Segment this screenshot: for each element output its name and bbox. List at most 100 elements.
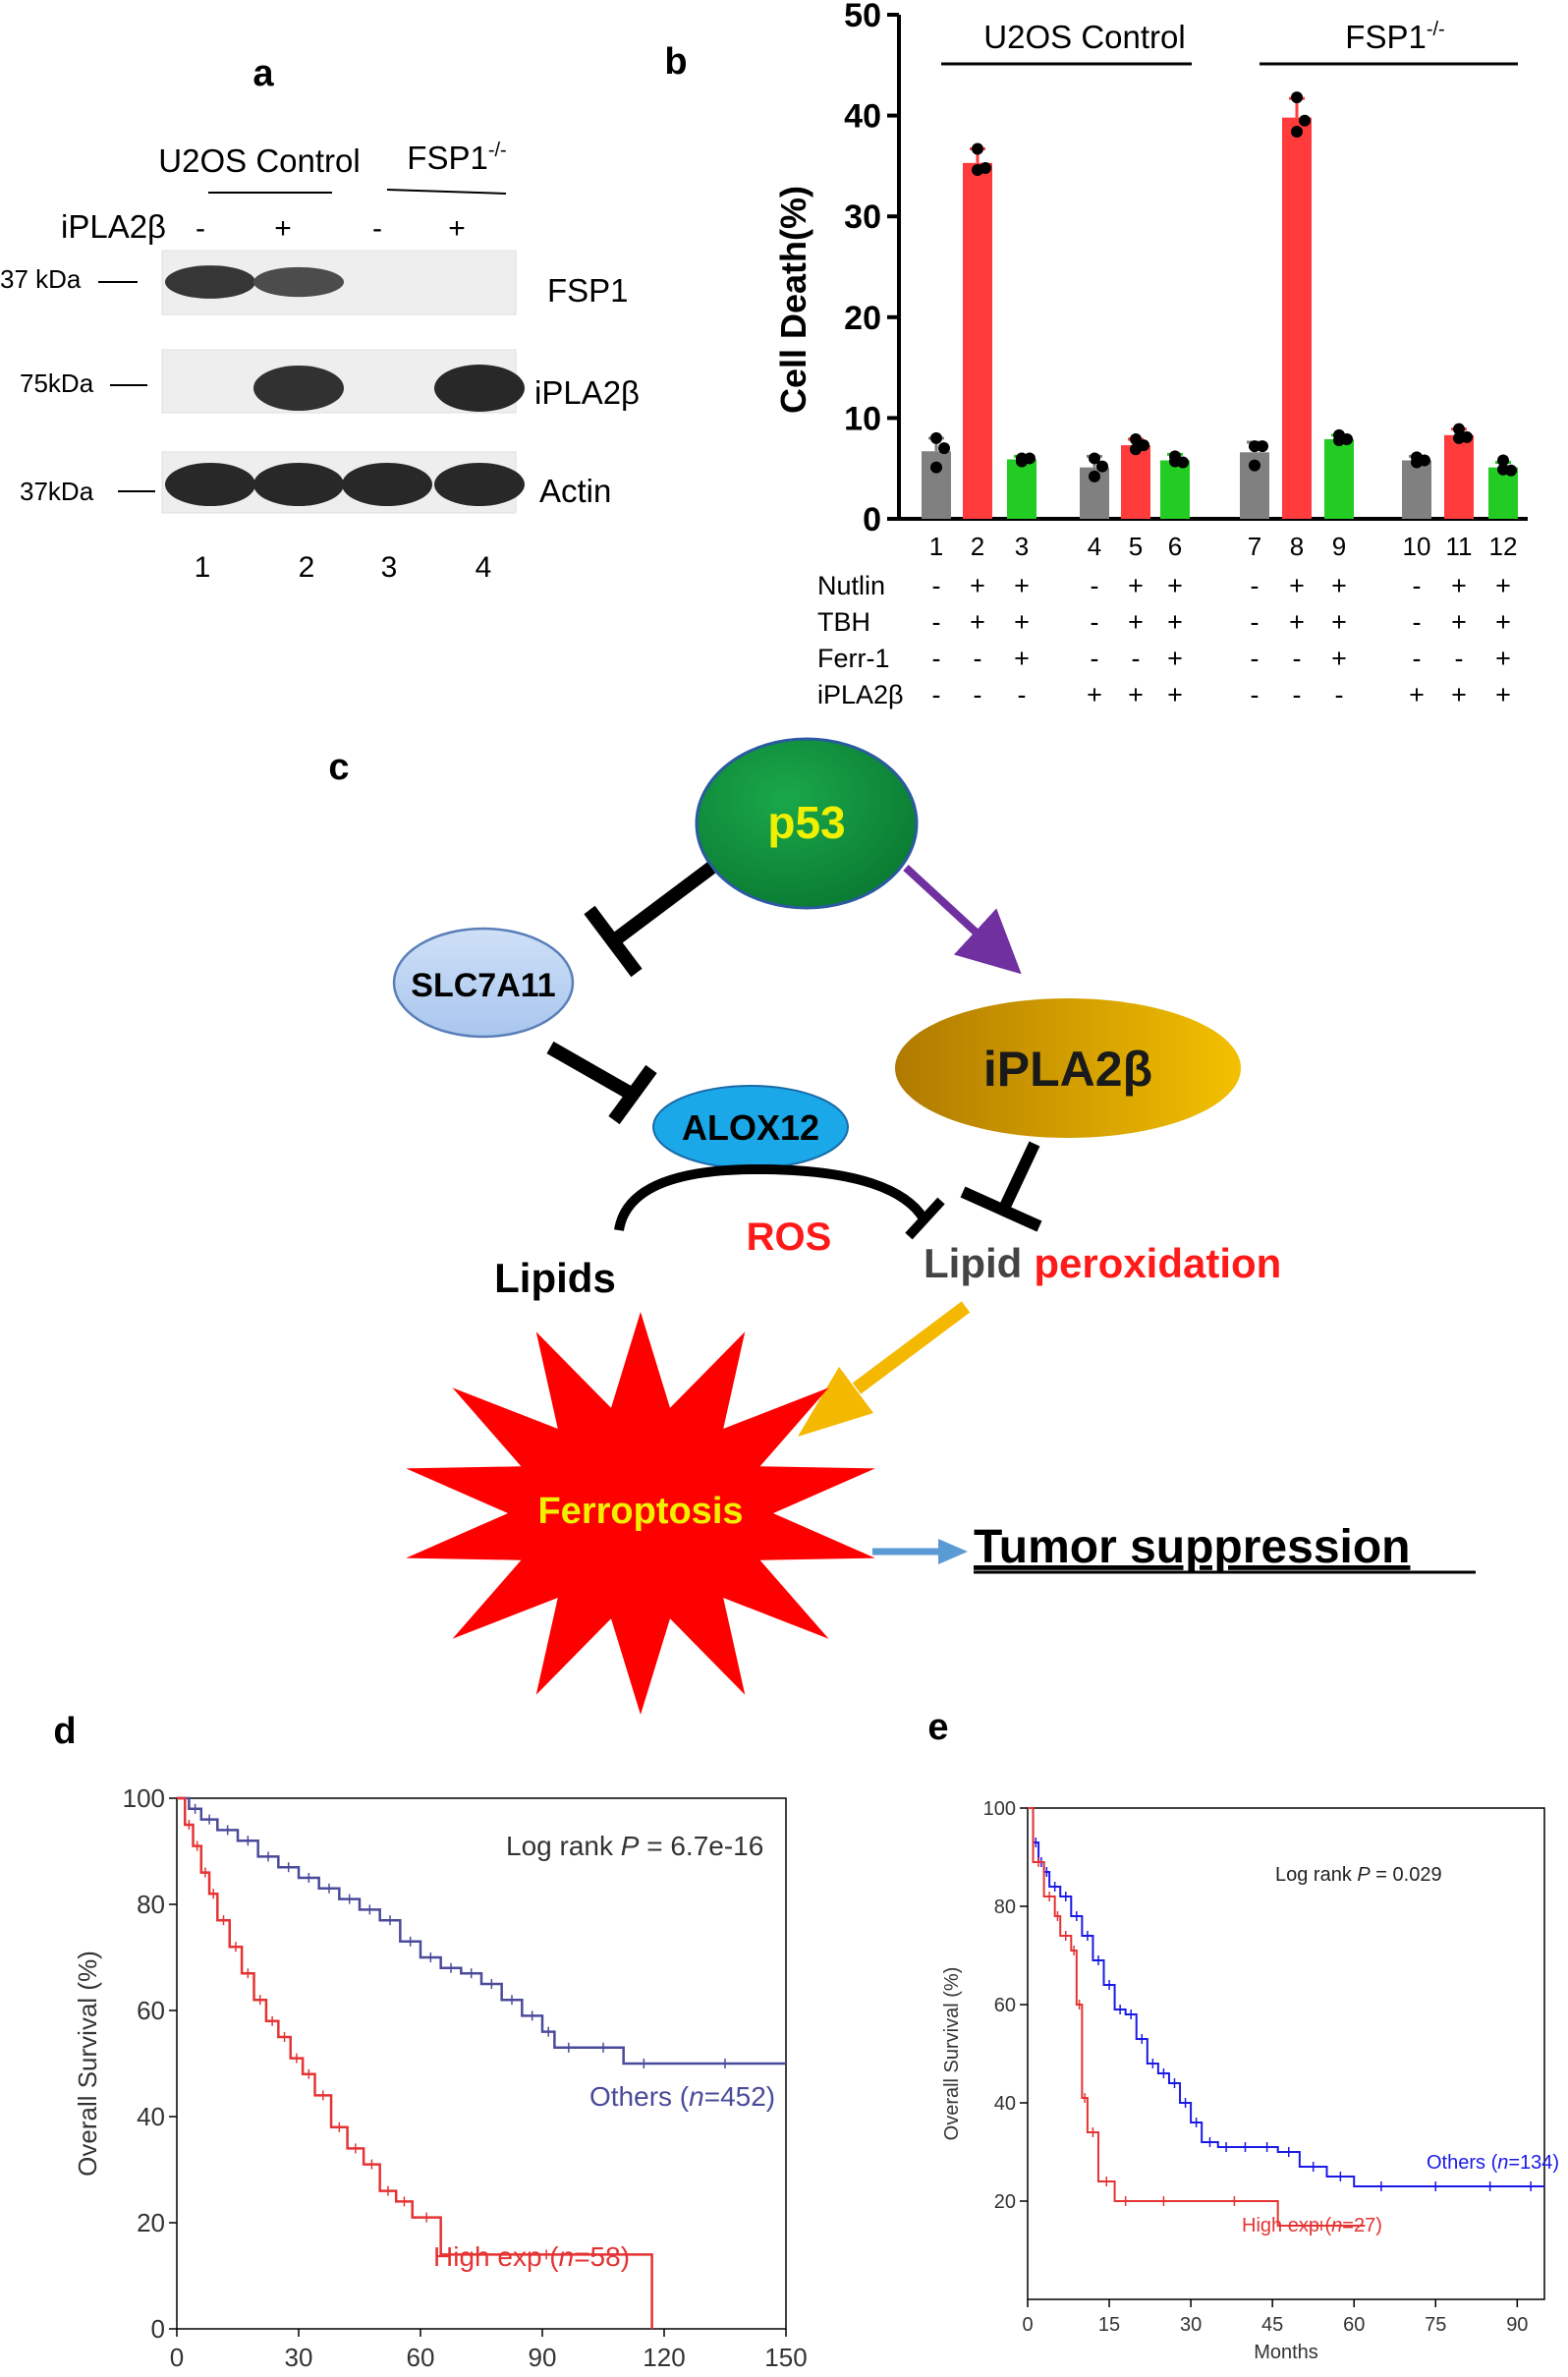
condition-sign: + — [1331, 607, 1347, 637]
yaxis-label: Overall Survival (%) — [941, 1967, 963, 2141]
condition-sign: - — [1091, 571, 1099, 600]
condition-sign: + — [1451, 680, 1467, 709]
chart-b-point — [1138, 439, 1149, 452]
condition-sign: - — [932, 644, 941, 673]
marker-75kda: 75kDa — [20, 368, 94, 398]
yaxis-label: Overall Survival (%) — [73, 1951, 102, 2177]
condition-sign: - — [1132, 644, 1141, 673]
iplab-sign: - — [196, 212, 205, 245]
condition-sign: - — [932, 680, 941, 709]
condition-sign: + — [1167, 644, 1183, 673]
panel-e-label: e — [927, 1707, 948, 1748]
chart-b-xtick-label: 5 — [1129, 532, 1143, 561]
panel-a-label: a — [252, 53, 274, 94]
peroxidation-to-ferroptosis-head — [798, 1367, 873, 1437]
blot-band — [165, 463, 255, 506]
condition-name: Nutlin — [817, 571, 885, 600]
slc7a11-inhibits-alox12-arrow — [546, 1041, 637, 1102]
chart-e-logrank: Log rank P = 0.029 — [1275, 1864, 1442, 1886]
chart-b-ytick-label: 0 — [863, 501, 881, 538]
chart-b-xtick-label: 7 — [1248, 532, 1261, 561]
lipids-to-peroxidation-arc — [614, 1163, 928, 1232]
western-row-label: iPLA2β — [61, 208, 166, 245]
condition-sign: - — [1293, 644, 1302, 673]
chart-b-xtick-label: 4 — [1088, 532, 1101, 561]
ipla2b-inhibits-peroxidation-arrow — [997, 1141, 1040, 1214]
condition-sign: - — [1251, 680, 1260, 709]
chart-b-xtick-label: 2 — [971, 532, 984, 561]
blot-band — [165, 265, 255, 299]
condition-sign: + — [1495, 607, 1511, 637]
xtick-label: 90 — [1506, 2314, 1528, 2336]
condition-sign: + — [1128, 607, 1144, 637]
ytick-label: 80 — [137, 1890, 165, 1919]
p53-inhibits-slc7a11-bar — [584, 905, 643, 978]
chart-b-group-fsp1: FSP1-/- — [1345, 19, 1444, 55]
condition-sign: - — [1335, 680, 1344, 709]
chart-b-point — [1096, 460, 1108, 473]
ferroptosis-label: Ferroptosis — [537, 1491, 743, 1532]
condition-sign: - — [1091, 607, 1099, 637]
ytick-label: 20 — [994, 2191, 1016, 2213]
condition-sign: - — [1091, 644, 1099, 673]
ytick-label: 40 — [994, 2093, 1016, 2115]
western-blots — [161, 250, 525, 514]
chart-b-point — [1291, 91, 1303, 104]
ferroptosis-starburst — [406, 1312, 875, 1715]
lane-number-4: 4 — [476, 551, 492, 584]
condition-sign: + — [1128, 680, 1144, 709]
panel-d-label: d — [53, 1711, 76, 1752]
chart-b-xtick-label: 3 — [1015, 532, 1029, 561]
chart-b-point — [1024, 452, 1036, 465]
ytick-label: 0 — [151, 2314, 165, 2344]
slc7a11-inhibits-alox12-bar — [608, 1064, 657, 1125]
condition-sign: - — [1251, 571, 1260, 600]
western-group-control: U2OS Control — [158, 142, 360, 179]
survival-curve — [177, 1796, 653, 2329]
ytick-label: 80 — [994, 1896, 1016, 1918]
blot-band — [253, 365, 344, 412]
condition-name: TBH — [817, 607, 870, 637]
condition-sign: + — [1495, 644, 1511, 673]
chart-b-ylabel: Cell Death(%) — [773, 186, 813, 414]
chart-e-others-label: Others (n=134) — [1427, 2152, 1559, 2174]
condition-name: iPLA2β — [817, 680, 904, 709]
chart-b-point — [1257, 440, 1268, 453]
blot-band — [434, 365, 525, 412]
lane-number-2: 2 — [299, 551, 315, 584]
band-label-actin: Actin — [539, 473, 611, 509]
chart-b-point — [1249, 459, 1260, 472]
western-group-fsp1: FSP1-/- — [407, 140, 506, 176]
chart-d-logrank: Log rank P = 6.7e-16 — [506, 1831, 763, 1861]
chart-b-point — [980, 161, 991, 174]
plot-frame — [1027, 1807, 1545, 2300]
condition-sign: - — [1293, 680, 1302, 709]
condition-sign: - — [1251, 607, 1260, 637]
band-label-fsp1: FSP1 — [547, 272, 629, 309]
condition-sign: + — [1331, 644, 1347, 673]
lane-number-1: 1 — [195, 551, 211, 584]
ytick-label: 20 — [137, 2208, 165, 2237]
condition-sign: + — [1014, 644, 1030, 673]
panel-a: a U2OS Control FSP1-/- iPLA2β -+-+ 37 kD… — [0, 53, 640, 584]
chart-b-xtick-label: 9 — [1332, 532, 1346, 561]
panel-c: c p53 SLC7A11 iPLA2β ALOX12 ROS Lipids L… — [328, 737, 1476, 1715]
ipla2b-inhibits-peroxidation-bar — [960, 1186, 1042, 1232]
chart-b-xtick-label: 8 — [1290, 532, 1304, 561]
condition-name: Ferr-1 — [817, 644, 890, 673]
xtick-label: 0 — [1022, 2314, 1033, 2336]
chart-b-point — [1453, 423, 1465, 435]
chart-b-xtick-label: 12 — [1489, 532, 1518, 561]
chart-b-bar — [922, 451, 951, 519]
chart-b-ytick-label: 20 — [844, 300, 881, 337]
blot-band — [342, 463, 432, 506]
chart-b-bar — [1282, 117, 1312, 519]
panel-b: b Cell Death(%) U2OS Control FSP1-/- 010… — [664, 0, 1528, 709]
chart-b-ytick-label: 30 — [844, 198, 881, 236]
panel-c-label: c — [328, 747, 349, 788]
ytick-label: 100 — [123, 1783, 165, 1813]
chart-e-high-label: High exp (n=27) — [1242, 2215, 1382, 2236]
chart-b-point — [972, 142, 983, 155]
chart-b-point — [938, 442, 950, 455]
survival-curve — [1028, 1807, 1544, 2187]
